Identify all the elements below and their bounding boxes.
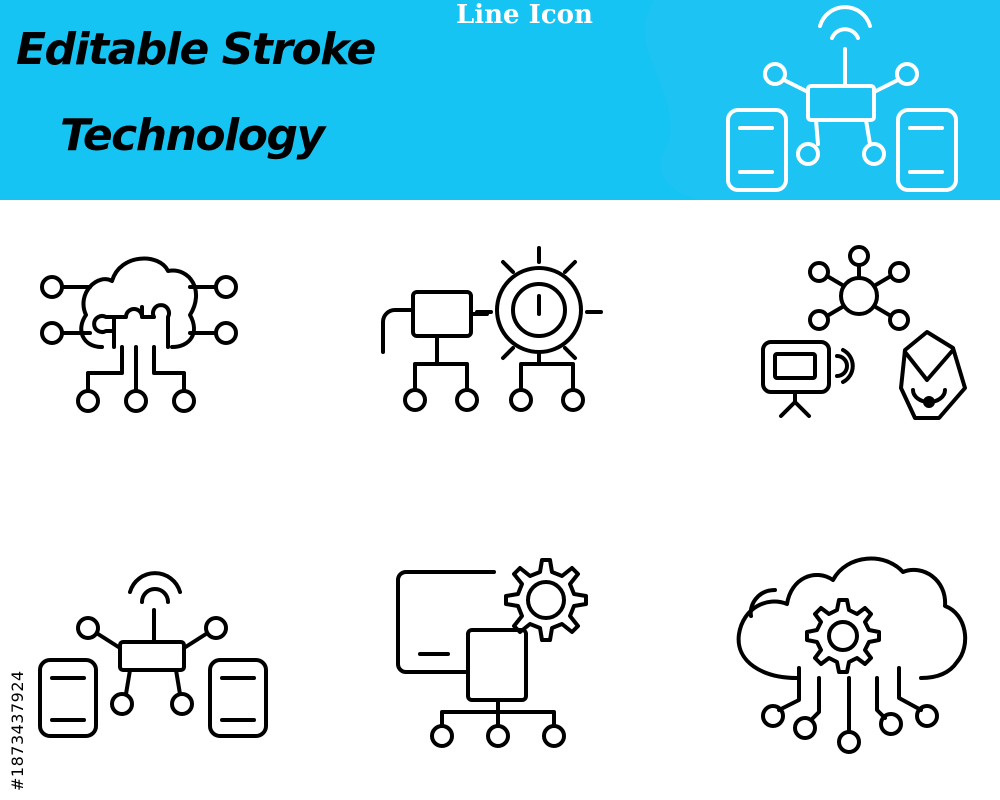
title-line-1: Editable Stroke bbox=[16, 24, 376, 75]
stock-id-label: #1873437924 bbox=[4, 555, 30, 795]
monitor-gear-hierarchy-icon bbox=[390, 550, 610, 755]
cloud-circuit-icon bbox=[30, 235, 250, 420]
network-hub-icon bbox=[30, 560, 280, 740]
subtitle: Line Icon bbox=[456, 0, 593, 30]
gear-power-hierarchy-icon bbox=[375, 240, 615, 420]
network-projector-crystal-icon bbox=[755, 240, 980, 425]
header-banner: Editable Stroke Technology Line Icon bbox=[0, 0, 1000, 200]
cloud-gear-circuit-icon bbox=[735, 550, 975, 755]
title-line-2: Technology bbox=[60, 110, 325, 161]
stock-id-text: #1873437924 bbox=[8, 670, 27, 791]
